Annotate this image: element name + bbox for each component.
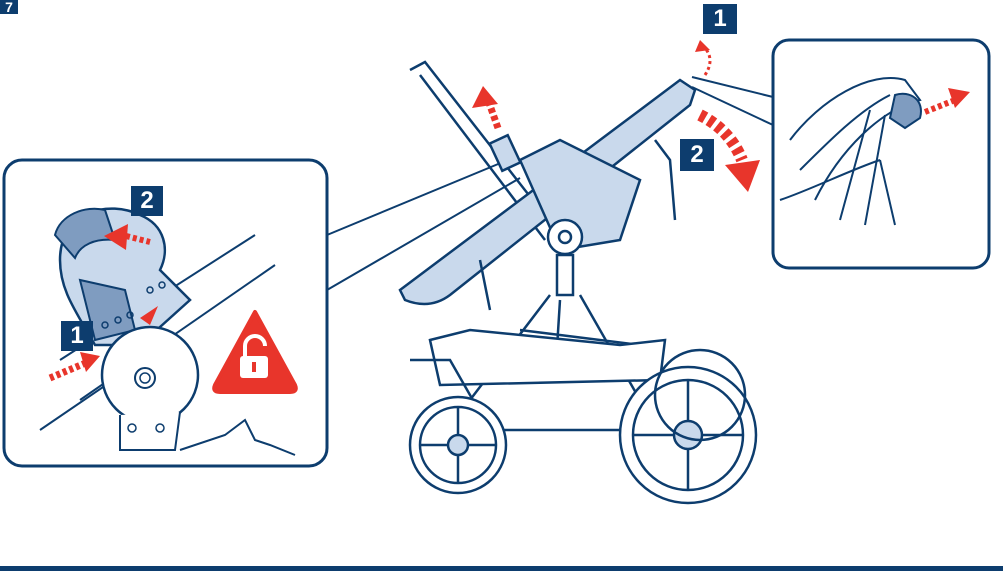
callout-badge: 1 [61,321,93,351]
bottom-rule [0,566,1003,571]
callout-badge: 2 [131,186,163,216]
rotate-down-arrow-icon [725,160,760,192]
callout-badge: 2 [680,139,714,171]
wheel [410,397,506,493]
stroller [400,62,756,503]
wheel [620,367,756,503]
small-lift-arrow-icon [695,40,710,52]
callout-badge: 1 [703,4,737,34]
lift-arrow-icon [472,86,498,108]
step-number-badge: 7 [0,0,18,14]
